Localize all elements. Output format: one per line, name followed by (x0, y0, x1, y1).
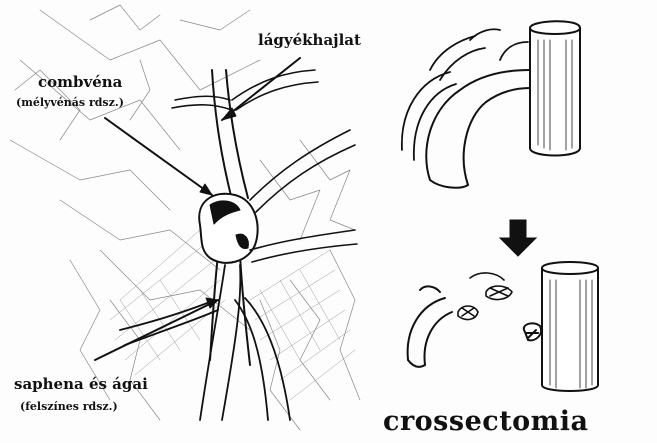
leader-lines (95, 58, 300, 360)
saphenofemoral-bulb (199, 194, 257, 263)
down-arrow-icon (500, 220, 536, 256)
label-saphena-sub: (felszínes rdsz.) (20, 401, 118, 412)
deep-vein-top (530, 21, 580, 155)
label-combvena: combvéna (38, 75, 122, 90)
background-hatching (10, 5, 360, 430)
before-panel (402, 21, 580, 187)
saphena-trunk-top (426, 70, 530, 188)
label-combvena-sub: (mélyvénás rdsz.) (16, 97, 124, 108)
diagram-title: crossectomia (383, 408, 589, 435)
after-panel (408, 262, 598, 391)
label-saphena: saphena és ágai (14, 377, 148, 392)
ligated-stump-vessel (408, 286, 452, 366)
deep-vein-bottom (524, 262, 598, 391)
ligature-clamps (458, 273, 512, 320)
label-lagyekhajlat: lágyékhajlat (258, 33, 361, 48)
